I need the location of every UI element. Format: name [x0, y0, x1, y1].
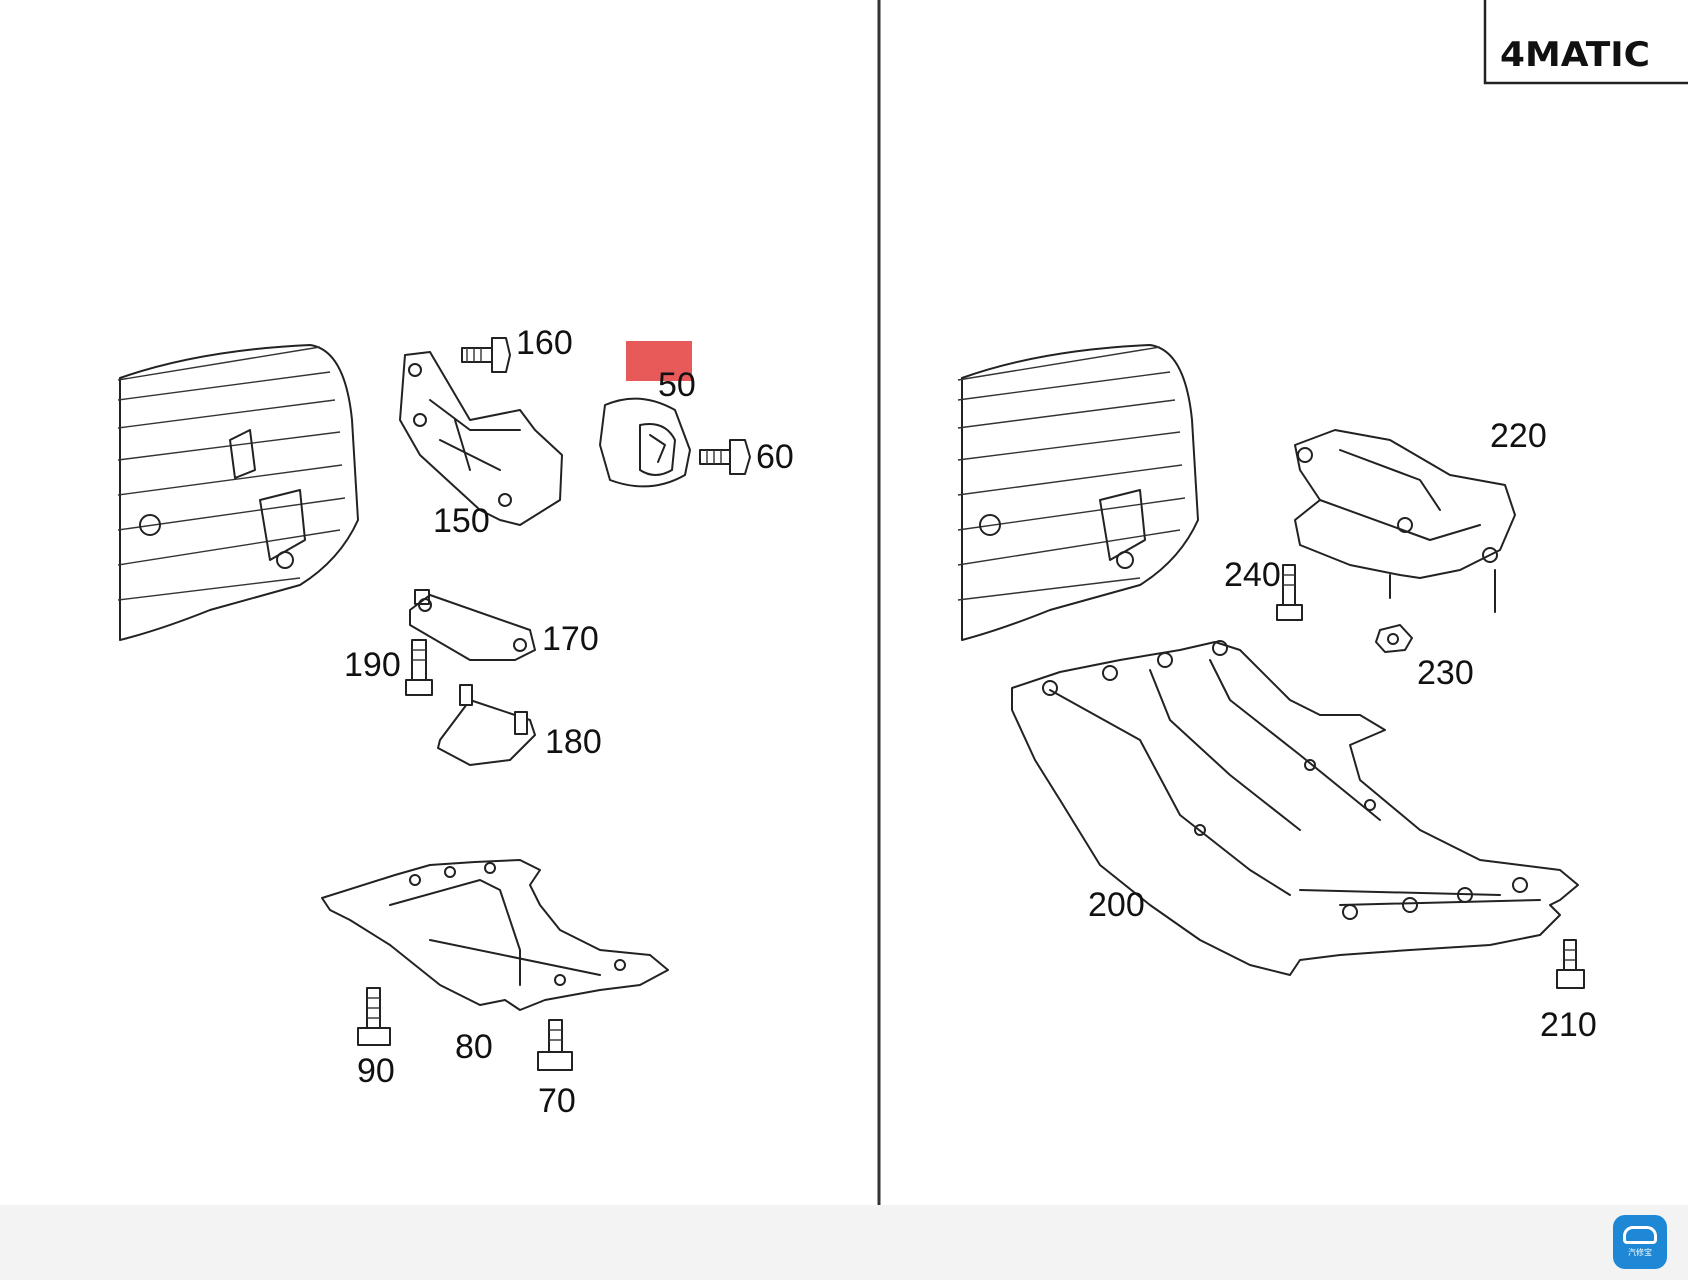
bolt-70 [537, 1019, 573, 1071]
callout-180[interactable]: 180 [545, 723, 602, 761]
nut-230 [1375, 624, 1413, 653]
callout-80[interactable]: 80 [455, 1028, 493, 1066]
callout-60[interactable]: 60 [756, 438, 794, 476]
callout-50[interactable]: 50 [658, 366, 696, 404]
callout-230[interactable]: 230 [1417, 654, 1474, 692]
bolt-240 [1276, 564, 1303, 621]
transmission-mount-220 [1294, 429, 1516, 613]
car-app-icon [1623, 1226, 1657, 1244]
bolt-160 [461, 337, 511, 373]
bracket-180 [437, 684, 536, 766]
callout-160[interactable]: 160 [516, 324, 573, 362]
bolt-90 [357, 987, 391, 1046]
plate-170 [409, 589, 536, 661]
callout-200[interactable]: 200 [1088, 886, 1145, 924]
transmission-housing-right [957, 344, 1199, 641]
callout-220[interactable]: 220 [1490, 417, 1547, 455]
highlight-callout-50 [626, 341, 692, 381]
callout-190[interactable]: 190 [344, 646, 401, 684]
callout-240[interactable]: 240 [1224, 556, 1281, 594]
app-badge-caption: 汽修宝 [1628, 1248, 1652, 1257]
bolt-60 [699, 439, 751, 475]
mount-bracket-150 [399, 351, 563, 526]
brand-badge-text: 4MATIC [1500, 35, 1650, 75]
callout-150[interactable]: 150 [433, 502, 490, 540]
brand-badge: 4MATIC [1483, 0, 1688, 85]
crossmember-80 [321, 859, 669, 1011]
transmission-housing-left [117, 344, 359, 641]
app-badge[interactable]: 汽修宝 [1613, 1215, 1667, 1269]
callout-210[interactable]: 210 [1540, 1006, 1597, 1044]
footer-bar [0, 1205, 1688, 1280]
callout-70[interactable]: 70 [538, 1082, 576, 1120]
callout-170[interactable]: 170 [542, 620, 599, 658]
subframe-200 [1011, 640, 1579, 976]
bolt-190 [405, 639, 433, 696]
engine-mount-50 [599, 397, 691, 488]
callout-90[interactable]: 90 [357, 1052, 395, 1090]
bolt-210 [1556, 939, 1585, 989]
